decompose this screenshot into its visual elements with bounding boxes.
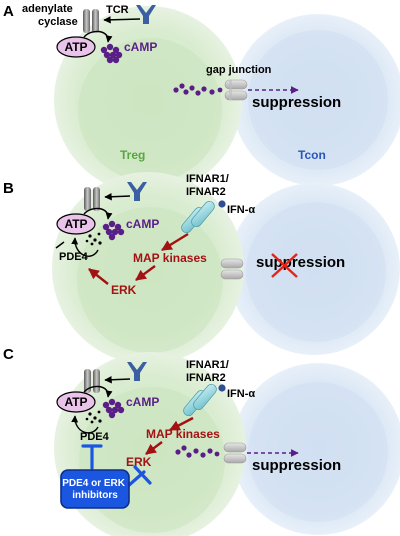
atp-ellipse-c — [56, 391, 96, 413]
pde4-label-c: PDE4 — [80, 431, 110, 443]
adenylate-cyclase-icon — [84, 187, 100, 211]
tcon-nucleus-c — [248, 382, 388, 522]
suppression-cross-icon — [271, 253, 298, 278]
map-kinases-label-b: MAP kinases — [133, 251, 207, 265]
erk-label-b: ERK — [111, 283, 137, 297]
ifn-alpha-icon — [218, 384, 226, 392]
pde4-degradation-arrow-c — [71, 415, 99, 434]
ifnar-line-2: IFNAR2 — [186, 186, 226, 198]
treg-nucleus-a — [78, 38, 222, 182]
ifnar-to-map-arrow-b — [161, 232, 189, 252]
pde4-strike-b — [55, 241, 65, 249]
ifn-label-c: IFN-α — [227, 388, 255, 400]
tcr-receptor-icon — [136, 5, 156, 24]
map-kinases-label-c: MAP kinases — [146, 427, 220, 441]
ifnar-to-map-arrow-c — [169, 416, 194, 432]
inhibitors-box: PDE4 or ERK inhibitors — [60, 469, 130, 509]
adenylate-cyclase-label: adenylate cyclase — [22, 3, 78, 28]
panel-label-a: A — [3, 3, 14, 20]
panel-a: A TCR adenylate cyclase ATP cAMP — [3, 3, 400, 194]
treg-label: Treg — [120, 148, 145, 162]
treg-nucleus-b — [77, 207, 223, 353]
adenylate-line-2: cyclase — [38, 16, 78, 28]
atp-label-c: ATP — [64, 395, 87, 409]
atp-ellipse-a — [56, 36, 96, 58]
suppression-label-b: suppression — [256, 254, 345, 271]
camp-label-b: cAMP — [126, 217, 159, 231]
ifnar-line-2: IFNAR2 — [186, 372, 226, 384]
erk-to-pde4-arrow-b — [88, 268, 109, 285]
map-to-erk-arrow-c — [145, 441, 163, 455]
tcr-receptor-icon — [127, 182, 147, 201]
ifnar-line-1: IFNAR1/ — [186, 359, 229, 371]
camp-flow-dots-c — [175, 445, 220, 458]
erk-label-c: ERK — [126, 455, 152, 469]
camp-cluster-a — [100, 43, 123, 64]
tcon-nucleus-b — [246, 202, 386, 342]
pde4-label-b: PDE4 — [59, 251, 89, 263]
panel-label-b: B — [3, 180, 14, 197]
gap-junction-label: gap junction — [206, 64, 272, 76]
pde4-degradation-arrow-b — [71, 237, 99, 257]
panel-b: B IFNAR1/ IFNAR2 IFN-α ATP — [3, 172, 400, 364]
tcr-label: TCR — [106, 4, 129, 16]
tcr-to-ac-arrow-b — [104, 192, 131, 201]
gap-junction-a — [224, 79, 248, 101]
degraded-camp-dots-b — [85, 232, 102, 246]
inhibitors-line-1: PDE4 or ERK — [62, 478, 126, 489]
adenylate-line-1: adenylate — [22, 3, 73, 15]
tcon-label: Tcon — [298, 148, 326, 162]
panel-c: C IFNAR1/ IFNAR2 IFN-α ATP — [3, 346, 400, 536]
ifnar-label-c: IFNAR1/ IFNAR2 — [186, 359, 232, 384]
camp-label-a: cAMP — [124, 40, 157, 54]
tcon-nucleus-a — [248, 30, 388, 170]
atp-label-b: ATP — [64, 217, 87, 231]
adenylate-cyclase-icon — [83, 9, 99, 33]
suppression-label-c: suppression — [252, 457, 341, 474]
inhibitors-label: PDE4 or ERK inhibitors — [62, 478, 128, 501]
inhibitors-line-2: inhibitors — [72, 490, 118, 501]
pde4-inhibition-bar — [81, 444, 103, 470]
panel-label-c: C — [3, 346, 14, 363]
map-to-erk-arrow-b — [135, 265, 156, 281]
atp-label-a: ATP — [64, 40, 87, 54]
camp-cluster-b — [102, 220, 125, 241]
gap-junction-c — [223, 442, 247, 464]
ifnar-label-b: IFNAR1/ IFNAR2 — [186, 173, 232, 198]
atp-to-camp-arrow-a — [83, 30, 113, 43]
camp-cluster-c — [102, 398, 125, 419]
tcr-to-ac-arrow-c — [104, 375, 131, 384]
camp-flow-dots-a — [173, 83, 223, 96]
ifn-label-b: IFN-α — [227, 204, 255, 216]
degraded-camp-dots-c — [85, 410, 102, 424]
tcr-to-ac-arrow — [103, 16, 141, 24]
ifn-alpha-icon — [218, 200, 226, 208]
ifnar-receptor-icon — [181, 200, 215, 234]
atp-to-camp-arrow-b — [83, 207, 113, 220]
erk-inhibition-bar — [126, 465, 152, 488]
tcr-receptor-icon — [127, 362, 147, 381]
ifnar-line-1: IFNAR1/ — [186, 173, 229, 185]
ifnar-receptor-icon — [183, 383, 217, 417]
atp-to-camp-arrow-c — [83, 385, 113, 398]
atp-ellipse-b — [56, 213, 96, 235]
suppression-label-a: suppression — [252, 94, 341, 111]
gap-junction-b — [220, 258, 244, 280]
camp-label-c: cAMP — [126, 395, 159, 409]
